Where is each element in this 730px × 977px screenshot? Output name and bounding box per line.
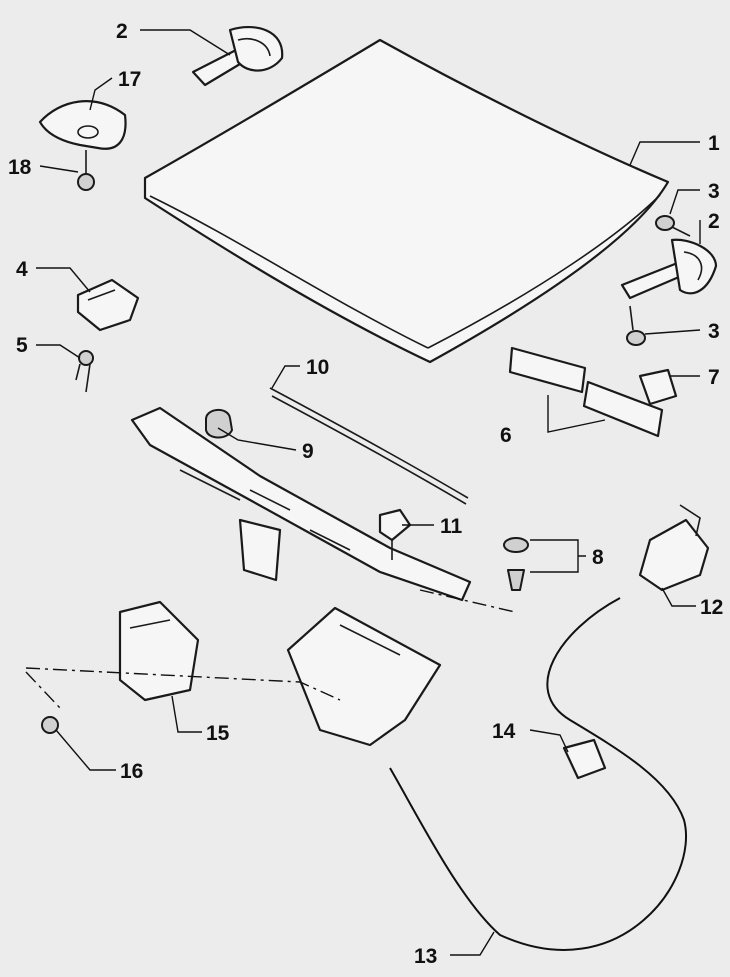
callout-11: 11 (440, 515, 463, 538)
lock-bolt (41, 716, 59, 734)
callout-1: 1 (708, 132, 720, 155)
callout-2-top: 2 (116, 20, 128, 43)
callout-3-lower: 3 (708, 320, 720, 343)
callout-14: 14 (492, 720, 516, 743)
callout-17: 17 (118, 68, 141, 91)
hinge-left (191, 26, 284, 87)
callout-13: 13 (414, 945, 437, 968)
callout-9: 9 (302, 440, 314, 463)
callout-4: 4 (16, 258, 28, 281)
callouts: 2 17 1 18 3 2 4 3 5 10 7 6 9 11 8 12 14 … (8, 20, 723, 968)
rubber-buffer (76, 278, 140, 332)
adjuster-stop (503, 537, 529, 591)
grommet (205, 409, 233, 439)
cross-member (130, 406, 472, 602)
callout-12: 12 (700, 596, 723, 619)
callout-18: 18 (8, 156, 32, 179)
catch-plate (378, 508, 412, 560)
safety-catch (638, 504, 710, 592)
bonnet-lock (118, 600, 200, 702)
release-cable (389, 597, 687, 951)
leader-lines (36, 29, 701, 956)
lock-carrier (286, 606, 442, 747)
callout-10: 10 (306, 356, 329, 379)
hinge-bolt-upper (655, 215, 691, 237)
callout-15: 15 (206, 722, 230, 745)
weather-seal (508, 346, 664, 438)
callout-8: 8 (592, 546, 604, 569)
callout-6: 6 (500, 424, 512, 447)
callout-5: 5 (16, 334, 28, 357)
bump-stop-bolt (77, 150, 95, 191)
hood-panel (143, 38, 670, 364)
callout-16: 16 (120, 760, 143, 783)
callout-7: 7 (708, 366, 720, 389)
callout-2-right: 2 (708, 210, 720, 233)
bump-stop (38, 100, 127, 150)
seal-end-cap (638, 368, 678, 406)
release-handle (562, 738, 607, 780)
assembly-lines (25, 589, 516, 709)
callout-3-upper: 3 (708, 180, 720, 203)
hood-strip (269, 387, 469, 505)
hinge-bolt-lower (626, 305, 646, 346)
hinge-right (620, 238, 718, 300)
buffer-clip (75, 350, 94, 393)
